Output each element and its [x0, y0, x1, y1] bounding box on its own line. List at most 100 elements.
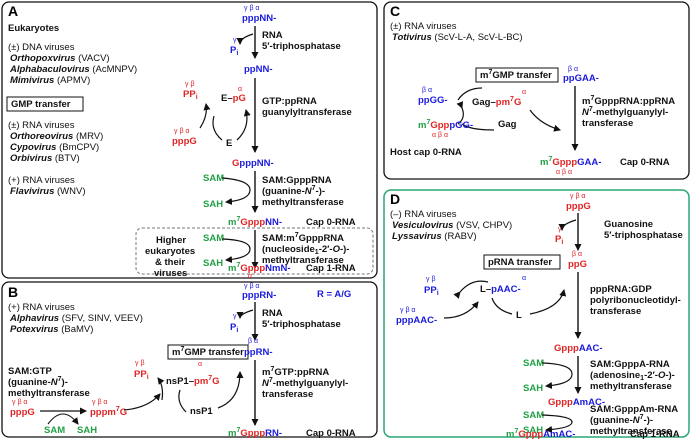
- ppi-product: PPi: [134, 369, 149, 381]
- virus-genus: Potexvirus (BaMV): [10, 324, 93, 335]
- pppg-ann: γ β α: [12, 399, 27, 406]
- ppi-product: PPi: [424, 285, 439, 297]
- pi-ann: γ: [233, 37, 237, 44]
- sam-arrow: [221, 177, 251, 205]
- enzyme-name: RNA: [262, 30, 283, 41]
- cycle-arrow: [199, 103, 211, 129]
- panel-d-label: D: [390, 191, 400, 207]
- ppi-ann: γ β: [426, 276, 435, 283]
- host-cap-label: Host cap 0-RNA: [390, 147, 462, 158]
- higher-eukaryotes-box: [135, 227, 374, 275]
- enzyme-name: (nucleoside1-2′-O-)-: [262, 244, 349, 256]
- enzyme-name: polyribonucleotidyl-: [590, 295, 681, 306]
- panel-b: B (+) RNA viruses Alphavirus (SFV, SINV,…: [1, 281, 378, 439]
- substrate-ann: γ β α: [244, 5, 259, 12]
- pppaac-ann: γ β α: [400, 307, 415, 314]
- enzyme-name: methyltransferase: [590, 381, 672, 392]
- virus-type: (±) RNA viruses: [390, 21, 457, 32]
- transfer-box-label: m7GMP transfer: [172, 346, 244, 358]
- enzyme-gag: Gag: [498, 119, 517, 130]
- sam-label: SAM: [203, 233, 224, 244]
- pi-product: Pi: [230, 322, 238, 334]
- pi-ann: γ: [233, 313, 237, 320]
- enzyme-name: m7GTP:ppRNA: [262, 366, 329, 378]
- panel-b-label: B: [8, 284, 18, 300]
- enzyme-name: SAM:GTP: [8, 366, 52, 377]
- cycle-arrow: [491, 297, 513, 315]
- panel-c: C (±) RNA viruses Totivirus (ScV-L-A, Sc…: [383, 1, 690, 180]
- cycle-arrow: [443, 301, 479, 319]
- cycle-arrow: [461, 123, 495, 131]
- enzyme-name: methyltransferase: [8, 388, 90, 399]
- virus-genus: Totivirus (ScV-L-A, ScV-L-BC): [392, 32, 523, 43]
- virus-type: (+) RNA viruses: [8, 175, 75, 186]
- higher-eukaryotes-text: eukaryotes: [145, 246, 195, 257]
- sam-label: SAM: [44, 425, 65, 436]
- higher-eukaryotes-text: viruses: [154, 268, 187, 279]
- cap1-label: Cap 1-RNA: [630, 429, 680, 439]
- enzyme-name: SAM:GpppAm-RNA: [590, 404, 678, 415]
- cap0-label: Cap 0-RNA: [306, 217, 356, 228]
- cap0-label: Cap 0-RNA: [620, 157, 670, 168]
- virus-type: (+) RNA viruses: [8, 302, 75, 313]
- cap0-product: m7GpppRN-: [228, 427, 282, 439]
- virus-type: (±) DNA viruses: [8, 42, 75, 53]
- virus-genus: Vesiculovirus (VSV, CHPV): [392, 220, 512, 231]
- cycle-arrow: [123, 393, 161, 411]
- cap0-product: m7GpppGAA-: [540, 156, 601, 168]
- virus-genus: Flavivirus (WNV): [10, 186, 86, 197]
- pppm7g-ann: γ β α: [92, 399, 107, 406]
- transfer-box: [475, 67, 559, 83]
- virus-genus: Alphavirus (SFV, SINV, VEEV): [9, 313, 143, 324]
- gpppAmAC: GpppAmAC-: [548, 397, 605, 408]
- enzyme-name: 5′-triphosphatase: [604, 230, 683, 241]
- pppg-substrate: pppG: [172, 136, 197, 147]
- substrate-ppGAA: ppGAA-: [563, 73, 599, 84]
- gag-ann: α: [522, 89, 526, 96]
- enzyme-name: methyltransferase: [262, 197, 344, 208]
- transfer-box-label: pRNA transfer: [488, 257, 552, 268]
- sam-arrow: [221, 238, 251, 263]
- virus-genus: Mimivirus (APMV): [10, 75, 90, 86]
- cycle-arrow: [212, 115, 223, 141]
- enzyme-name: 5′-triphosphatase: [262, 41, 341, 52]
- ppg-ann: β α: [572, 251, 582, 258]
- sah-label: SAH: [523, 383, 543, 394]
- epg-ann: α: [238, 86, 242, 93]
- transfer-box: [483, 254, 561, 270]
- virus-genus: Lyssavirus (RABV): [392, 231, 477, 242]
- sam-label: SAM: [203, 173, 224, 184]
- ppi-ann: γ β: [185, 81, 194, 88]
- enzyme-name: m7GpppRNA:ppRNA: [582, 95, 675, 107]
- higher-eukaryotes-text: Higher: [156, 235, 186, 246]
- enzyme-nsp1: nsP1: [190, 406, 213, 417]
- enzyme-name: pppRNA:GDP: [590, 284, 652, 295]
- enzyme-name: transferase: [582, 118, 633, 129]
- substrate-pppNN: pppNN-: [242, 13, 276, 24]
- panel-a-label: A: [8, 3, 18, 19]
- sah-label: SAH: [523, 425, 543, 436]
- enzyme-name: Guanosine: [604, 219, 653, 230]
- cycle-arrow: [236, 109, 251, 141]
- sam-arrow: [47, 413, 79, 425]
- pi-product: Pi: [555, 234, 563, 246]
- higher-eukaryotes-text: & their: [155, 257, 185, 268]
- enzyme-e: E: [226, 138, 232, 149]
- transfer-box-label: GMP transfer: [11, 99, 71, 110]
- pi-product: Pi: [230, 45, 238, 57]
- transfer-box: [167, 344, 249, 360]
- enzyme-name: SAM:GpppRNA: [262, 175, 332, 186]
- cap1-ann: α: [248, 273, 252, 280]
- enzyme-name: RNA: [262, 308, 283, 319]
- cap0-label: Cap 0-RNA: [306, 428, 356, 439]
- side-arrow: [558, 219, 577, 231]
- host-cap-rna: m7GpppGG-: [418, 119, 473, 131]
- cycle-arrow: [453, 280, 489, 299]
- cycle-arrow: [529, 289, 567, 315]
- intermediate-ann: β α: [248, 338, 258, 345]
- ppi-product: PPi: [183, 89, 198, 101]
- ppgg-ann: β α: [422, 87, 432, 94]
- gag-pm7g-intermediate: Gag–pm7G: [472, 96, 521, 108]
- cycle-arrow: [217, 371, 244, 409]
